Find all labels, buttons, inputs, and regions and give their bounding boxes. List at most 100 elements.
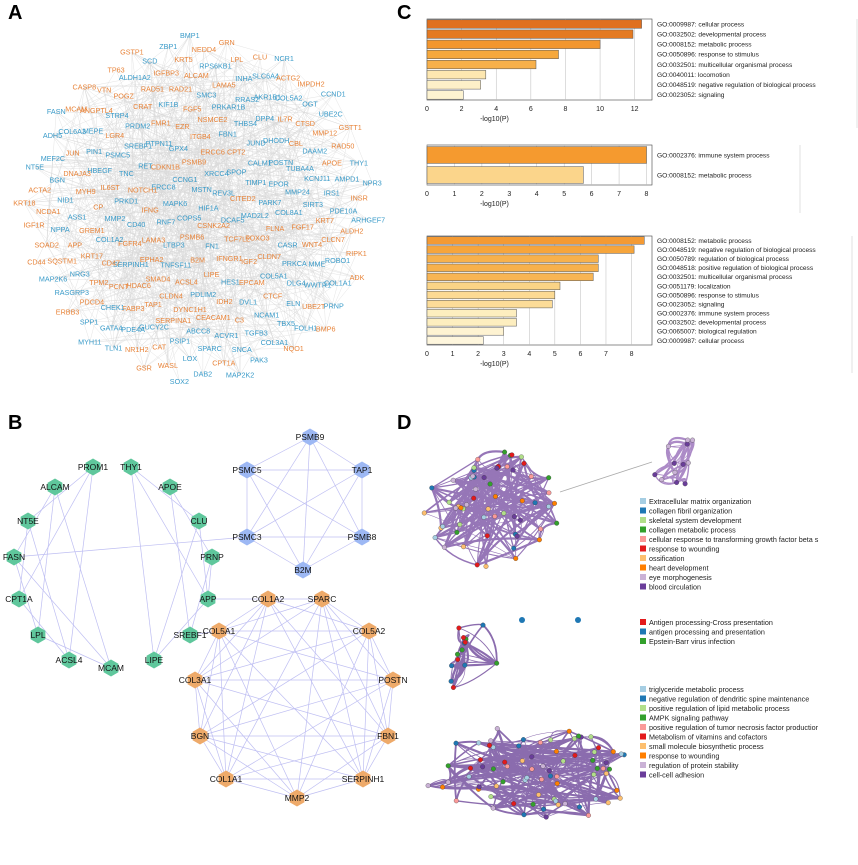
go-term-label: GO:0009987: cellular process [657, 21, 745, 28]
enrichment-node [466, 774, 472, 780]
ppi-node-label: TAP1 [352, 465, 373, 475]
go-term-label: GO:0051179: localization [657, 283, 731, 290]
gene-label: NT5E [26, 163, 45, 172]
gene-label: ERCC8 [151, 183, 175, 192]
enrichment-node [511, 801, 517, 807]
gene-edge [192, 225, 214, 238]
enrichment-node [575, 617, 581, 623]
gene-label: TGFB3 [245, 329, 268, 338]
ppi-node-hexagon [47, 478, 63, 496]
gene-label: TNC [119, 169, 134, 178]
enrichment-node [455, 657, 461, 662]
enrichment-node [425, 783, 431, 789]
gene-edge [126, 173, 334, 240]
gene-label: SPARC [198, 344, 222, 353]
gene-edge [189, 107, 229, 218]
gene-edge [168, 65, 216, 105]
gene-edge [91, 226, 303, 231]
gene-edge [137, 118, 265, 127]
enrichment-node [521, 812, 527, 818]
gene-label: MMP2 [105, 214, 126, 223]
go-bar [426, 19, 642, 29]
gene-edge [243, 78, 256, 183]
gene-edge [216, 173, 257, 334]
gene-label: POGZ [114, 92, 135, 101]
ppi-edge [194, 679, 201, 737]
legend-cluster-1: Extracellular matrix organizationcollage… [640, 497, 819, 592]
chart-tick-label: 1 [451, 351, 455, 358]
gene-edge [294, 132, 325, 264]
ppi-node-hexagon [211, 622, 227, 640]
legend-swatch [640, 771, 646, 778]
gene-edge [109, 113, 331, 240]
gene-label: UBE2T [302, 302, 326, 311]
gene-label: ADH5 [43, 131, 62, 140]
gene-edge [39, 189, 224, 194]
gene-edge [131, 52, 369, 220]
ppi-node-label: COL5A1 [203, 626, 236, 636]
ppi-edge [321, 598, 364, 780]
enrichment-node [440, 784, 446, 790]
gene-label: KRT17 [81, 252, 103, 261]
chart-x-axis-label: -log10(P) [480, 201, 509, 208]
legend-label: cellular response to transforming growth… [649, 535, 819, 544]
gene-edge [168, 104, 229, 108]
gene-edge [236, 118, 286, 153]
gene-label: TIMP1 [245, 178, 266, 187]
gene-label: FOLH1 [294, 324, 317, 333]
legend-swatch [640, 574, 646, 580]
gene-edge [241, 348, 294, 350]
gene-label: PSMC5 [105, 151, 130, 160]
gene-label: DCAF5 [221, 215, 245, 224]
ppi-edges [13, 436, 394, 799]
enrichment-node [682, 481, 688, 487]
gene-edge [272, 226, 303, 297]
enrichment-node [548, 737, 554, 743]
gene-edge [136, 134, 228, 350]
gene-edge [337, 231, 352, 261]
ppi-node-hexagon [314, 590, 330, 608]
enrichment-node [685, 437, 691, 443]
gene-label: RIPK1 [346, 249, 367, 258]
ppi-node-label: FASN [3, 552, 25, 562]
ppi-edge [218, 630, 298, 799]
gene-label: ACTA2 [28, 186, 51, 195]
enrichment-node [528, 474, 534, 479]
ppi-edge [199, 735, 227, 780]
gene-edge [96, 110, 100, 283]
gene-label: CASR [278, 240, 298, 249]
chart-tick-label: 6 [578, 351, 582, 358]
ppi-node-hexagon [354, 461, 370, 479]
gene-edge [126, 173, 185, 180]
ppi-edge [246, 536, 304, 571]
legend-swatch [640, 628, 646, 635]
ppi-node-label: PSMB8 [348, 532, 377, 542]
gene-label: NCAM1 [254, 311, 279, 320]
enrichment-edge [538, 522, 557, 540]
gene-edge [152, 88, 186, 180]
enrichment-edge [434, 476, 550, 539]
gene-edge [283, 58, 326, 221]
enrichment-edge [453, 662, 498, 689]
gene-edge [251, 151, 315, 283]
enrichment-edge [522, 463, 558, 524]
gene-edge [89, 306, 314, 343]
gene-edge [212, 119, 343, 147]
ppi-edge [302, 536, 363, 571]
enrichment-edge [493, 797, 621, 810]
ppi-edge [13, 536, 248, 558]
gene-edge [126, 106, 143, 202]
gene-edge [74, 206, 99, 245]
gene-edge [203, 95, 207, 295]
enrichment-node [610, 749, 616, 755]
legend-swatch [640, 686, 646, 692]
gene-edge [134, 77, 179, 149]
gene-edge [160, 93, 334, 124]
gene-edge [269, 202, 326, 329]
gene-label: SCD [142, 57, 157, 66]
enrichment-edge [442, 786, 621, 799]
enrichment-node [652, 472, 658, 478]
gene-edge [133, 282, 338, 330]
enrichment-edge [458, 627, 498, 664]
enrichment-edge [444, 537, 540, 549]
